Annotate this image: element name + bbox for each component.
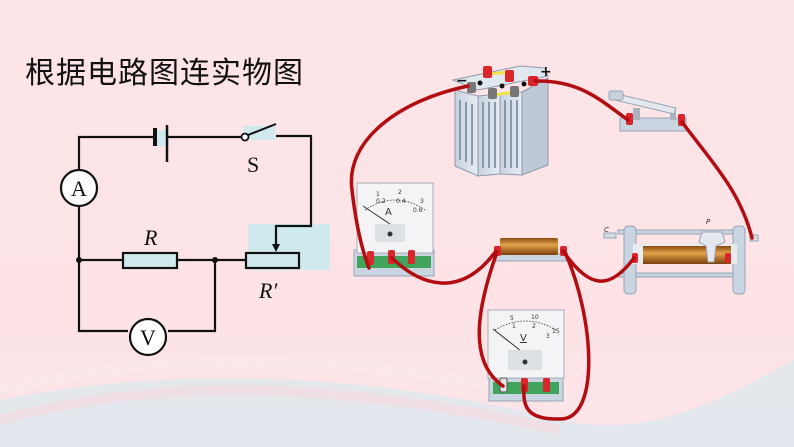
page-title: 根据电路图连实物图: [25, 56, 304, 91]
voltmeter-device: 5 10 15 1 2 3 V: [487, 309, 565, 402]
svg-text:1: 1: [512, 323, 516, 330]
knife-switch[interactable]: [608, 90, 687, 132]
fixed-resistor: [493, 238, 567, 262]
rheostat-c-label: C: [604, 226, 609, 234]
battery-negative-terminal: [467, 82, 476, 93]
battery-negative-sign: −: [456, 73, 468, 89]
svg-text:15: 15: [552, 328, 560, 335]
rheostat-arrow: [272, 244, 280, 252]
ammeter-letter: A: [71, 176, 87, 201]
svg-text:3: 3: [546, 333, 550, 340]
voltmeter-unit: V: [520, 333, 527, 344]
wire-resistor-left-to-voltmeter: [477, 250, 505, 388]
battery-positive-sign: +: [540, 64, 552, 80]
battery-pack: − +: [451, 64, 552, 177]
resistor-label: R: [143, 225, 158, 250]
switch-pivot: [240, 132, 250, 142]
svg-text:3: 3: [420, 198, 424, 205]
wire-battery-pos-to-switch: [533, 79, 630, 122]
sliding-rheostat[interactable]: C P: [603, 218, 759, 295]
wires: [349, 79, 754, 421]
rheostat-p-label: P: [706, 218, 711, 226]
svg-text:10: 10: [531, 314, 539, 321]
resistor-symbol: [121, 251, 179, 270]
ammeter-unit: A: [385, 207, 392, 218]
rheostat-label: R′: [258, 278, 278, 303]
svg-text:0.6: 0.6: [413, 207, 423, 214]
ammeter-symbol: [59, 168, 99, 208]
wire-resistor-to-rheostat: [561, 249, 636, 283]
wire-battery-neg-to-ammeter: [349, 84, 470, 270]
ammeter-needle: [362, 205, 391, 225]
svg-text:2: 2: [398, 189, 402, 196]
switch-label: S: [247, 152, 259, 177]
svg-text:1: 1: [376, 191, 380, 198]
svg-text:0.2: 0.2: [376, 198, 386, 205]
voltmeter-symbol: [128, 317, 168, 357]
ammeter-device: 1 2 3 0.2 0.4 0.6 A: [353, 182, 435, 277]
switch-blade: [247, 123, 277, 136]
voltmeter-needle: [492, 328, 522, 352]
junction-dot: [76, 257, 82, 263]
voltmeter-letter: V: [140, 325, 156, 350]
rheostat-symbol: [244, 251, 301, 270]
battery-positive-terminal: [528, 76, 538, 86]
wire-switch-to-rheostat: [680, 120, 754, 240]
junction-dot: [212, 257, 218, 263]
rheostat-slider: [698, 231, 726, 263]
switch-highlight: [243, 126, 275, 140]
svg-text:2: 2: [532, 323, 536, 330]
svg-text:5: 5: [510, 315, 514, 322]
svg-text:0.4: 0.4: [396, 198, 406, 205]
wire-resistor-right-to-voltmeter: [522, 250, 591, 421]
wire-ammeter-to-resistor: [390, 249, 498, 285]
